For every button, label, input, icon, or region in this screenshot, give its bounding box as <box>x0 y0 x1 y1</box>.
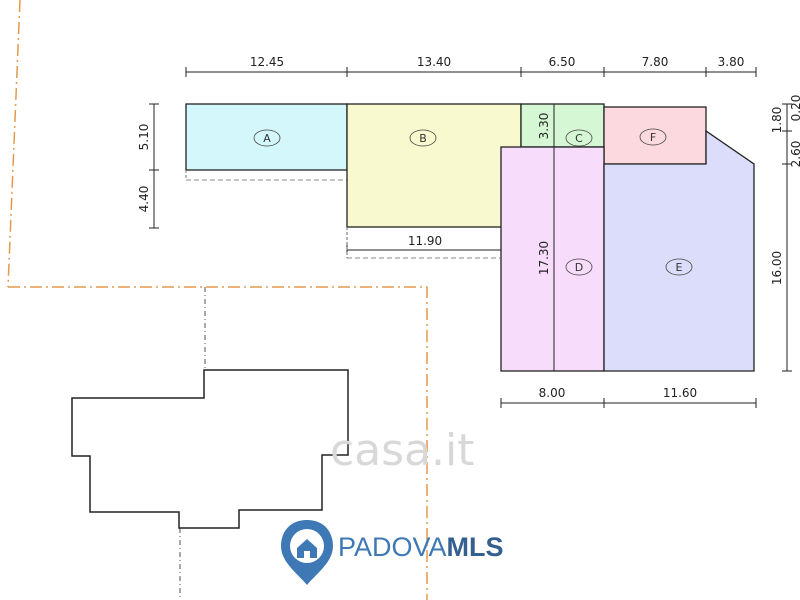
right-dimension-chain <box>782 103 792 372</box>
b-width-dimension <box>346 227 501 258</box>
dim-right-cut-2: 0.20 <box>789 95 800 122</box>
dim-top-1: 12.45 <box>250 55 284 69</box>
location-pin-icon <box>281 520 333 585</box>
dim-top-5: 3.80 <box>718 55 745 69</box>
watermark-text: casa.it <box>330 425 475 476</box>
logo-text: PADOVAMLS <box>338 532 504 562</box>
zone-c: C <box>520 103 605 148</box>
dim-left-1: 5.10 <box>137 124 151 151</box>
zone-a-label: A <box>263 132 271 145</box>
dim-c-height: 3.30 <box>537 113 551 140</box>
dim-right-cut-1: 2.60 <box>789 141 800 168</box>
bottom-dimension-chain <box>500 398 757 408</box>
zone-e-label: E <box>676 261 683 274</box>
dim-b-width: 11.90 <box>408 234 442 248</box>
dim-top-4: 7.80 <box>642 55 669 69</box>
house-icon <box>297 539 317 558</box>
zone-d-label: D <box>575 261 583 274</box>
dim-top-2: 13.40 <box>417 55 451 69</box>
dim-right-1: 1.80 <box>770 107 784 134</box>
zone-f-label: F <box>650 131 656 144</box>
dim-left-2: 4.40 <box>137 186 151 213</box>
zone-a: A <box>185 103 348 171</box>
dim-d-height: 17.30 <box>537 241 551 275</box>
left-dimension-chain <box>149 103 159 229</box>
existing-building-outline <box>71 369 349 529</box>
boundary-line-left <box>7 0 21 288</box>
logo-text-padova: PADOVA <box>338 532 447 562</box>
dim-bottom-1: 8.00 <box>539 386 566 400</box>
zone-b-label: B <box>419 132 427 145</box>
property-boundary <box>7 0 428 600</box>
dim-right-2: 16.00 <box>770 251 784 285</box>
padova-mls-logo: PADOVAMLS <box>281 520 504 585</box>
logo-text-mls: MLS <box>447 532 504 562</box>
zone-c-label: C <box>575 132 583 145</box>
zone-f: F <box>603 106 707 165</box>
top-dimension-chain <box>185 67 757 77</box>
boundary-line-lower <box>8 286 428 600</box>
dim-top-3: 6.50 <box>549 55 576 69</box>
zone-e: E <box>603 129 755 372</box>
dim-bottom-2: 11.60 <box>663 386 697 400</box>
zone-b: B <box>346 103 522 228</box>
zone-d: D <box>500 146 605 372</box>
